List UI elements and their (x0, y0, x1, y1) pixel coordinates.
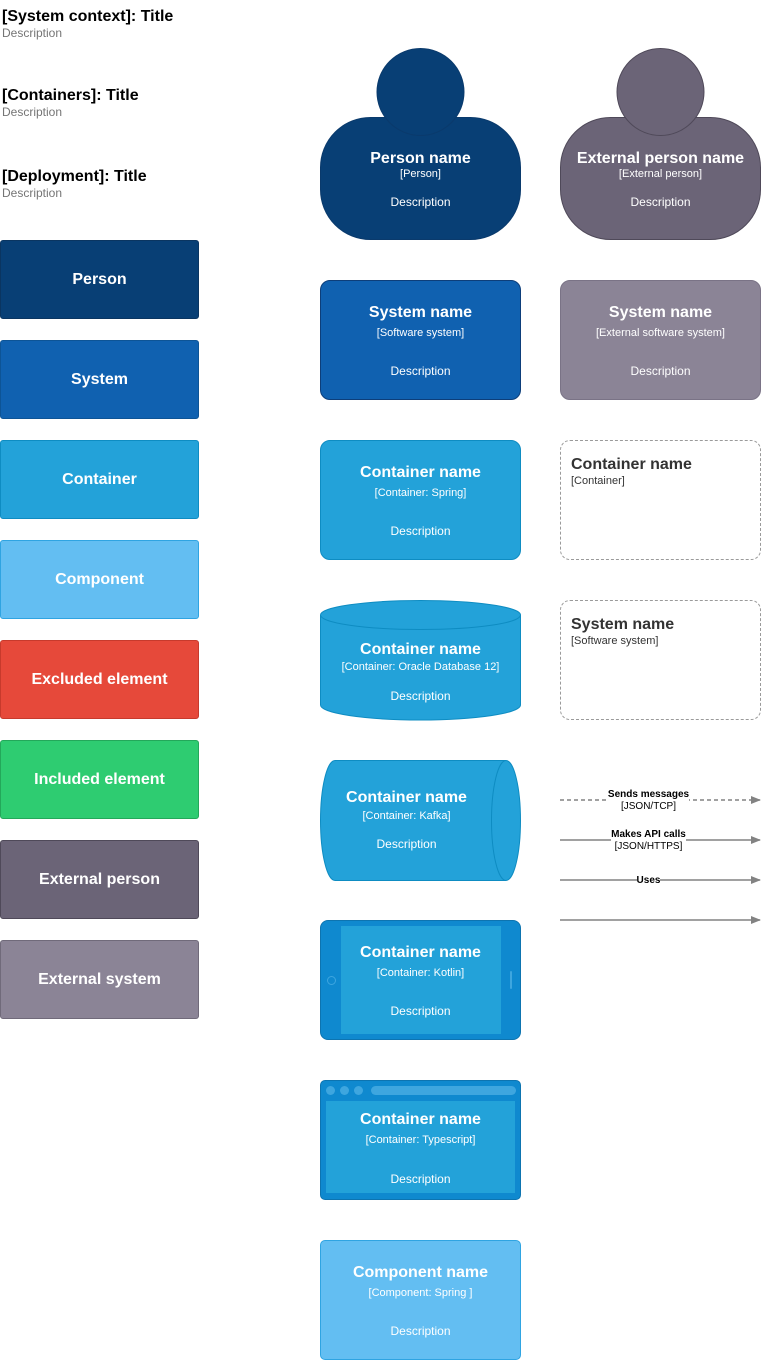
legend-person[interactable]: Person (0, 240, 199, 319)
external-person-name: External person name (576, 150, 745, 167)
browser-viewport (326, 1101, 515, 1193)
external-system-name: System name (608, 304, 713, 321)
software-system-box[interactable]: System name [Software system] Descriptio… (320, 280, 521, 400)
queue-container[interactable]: Container name [Container: Kafka] Descri… (320, 760, 521, 881)
person-shape[interactable]: Person name [Person] Description (320, 48, 521, 241)
external-system-box[interactable]: System name [External software system] D… (560, 280, 761, 400)
queue-description: Description (376, 837, 437, 851)
external-person-shape[interactable]: External person name [External person] D… (560, 48, 761, 241)
person-name: Person name (370, 150, 471, 167)
database-description: Description (390, 689, 451, 703)
system-boundary[interactable]: System name [Software system] (560, 600, 761, 720)
container-description: Description (390, 524, 451, 538)
system-type: [Software system] (376, 327, 465, 339)
mobile-app-name: Container name (360, 944, 481, 961)
external-person-type: [External person] (618, 168, 703, 180)
system-boundary-name: System name (571, 616, 675, 633)
relation-makes-api-calls-tech: [JSON/HTTPS] (614, 841, 683, 853)
database-type: [Container: Oracle Database 12] (341, 661, 500, 673)
queue-type: [Container: Kafka] (362, 810, 451, 822)
container-boundary-name: Container name (571, 456, 692, 473)
browser-dot-icon (340, 1086, 349, 1095)
container-name: Container name (360, 464, 481, 481)
legend-system[interactable]: System (0, 340, 199, 419)
external-person-icon (560, 48, 761, 240)
container-type: [Container: Spring] (374, 487, 467, 499)
system-name: System name (368, 304, 473, 321)
relation-makes-api-calls: Makes API calls [JSON/HTTPS] (560, 829, 737, 853)
mobile-home-button-icon (327, 976, 336, 985)
person-description: Description (390, 195, 451, 209)
system-context-description: Description (2, 26, 63, 40)
deployment-title: [Deployment]: Title (2, 168, 147, 185)
browser-dot-icon (354, 1086, 363, 1095)
container-boundary-type: [Container] (571, 475, 625, 487)
containers-description: Description (2, 105, 63, 119)
legend-external-person[interactable]: External person (0, 840, 199, 919)
external-system-description: Description (630, 364, 691, 378)
external-person-description: Description (630, 195, 691, 209)
database-container[interactable]: Container name [Container: Oracle Databa… (320, 600, 521, 721)
legend-excluded-element[interactable]: Excluded element (0, 640, 199, 719)
system-context-title: [System context]: Title (2, 8, 174, 25)
containers-title: [Containers]: Title (2, 87, 139, 104)
web-app-name: Container name (360, 1111, 481, 1128)
component-description: Description (390, 1324, 451, 1338)
container-box[interactable]: Container name [Container: Spring] Descr… (320, 440, 521, 560)
component-name: Component name (352, 1264, 489, 1281)
database-name: Container name (360, 641, 481, 658)
queue-cylinder-icon (320, 760, 521, 881)
mobile-app-container[interactable]: Container name [Container: Kotlin] Descr… (320, 920, 521, 1040)
relation-uses: Uses (560, 875, 737, 887)
web-app-type: [Container: Typescript] (365, 1134, 476, 1146)
container-boundary[interactable]: Container name [Container] (560, 440, 761, 560)
browser-address-bar (371, 1086, 516, 1095)
system-boundary-type: [Software system] (571, 635, 659, 647)
deployment-description: Description (2, 186, 63, 200)
person-type: [Person] (400, 168, 441, 180)
browser-dot-icon (326, 1086, 335, 1095)
database-cylinder-icon (320, 600, 521, 721)
relation-sends-messages-label: Sends messages (607, 789, 690, 801)
component-box[interactable]: Component name [Component: Spring ] Desc… (320, 1240, 521, 1360)
mobile-app-description: Description (390, 1004, 451, 1018)
relation-makes-api-calls-label: Makes API calls (611, 829, 686, 841)
mobile-app-type: [Container: Kotlin] (376, 967, 465, 979)
legend-component[interactable]: Component (0, 540, 199, 619)
legend-included-element[interactable]: Included element (0, 740, 199, 819)
relation-sends-messages-tech: [JSON/TCP] (620, 801, 676, 813)
mobile-speaker-icon (510, 971, 512, 989)
legend-container[interactable]: Container (0, 440, 199, 519)
web-app-container[interactable]: Container name [Container: Typescript] D… (320, 1080, 521, 1200)
person-icon (320, 48, 521, 240)
relation-sends-messages: Sends messages [JSON/TCP] (560, 789, 737, 813)
web-app-description: Description (390, 1172, 451, 1186)
external-system-type: [External software system] (596, 327, 725, 339)
component-type: [Component: Spring ] (368, 1287, 473, 1299)
relation-uses-label: Uses (636, 875, 661, 887)
legend-external-system[interactable]: External system (0, 940, 199, 1019)
mobile-screen (341, 926, 501, 1034)
system-description: Description (390, 364, 451, 378)
queue-name: Container name (346, 789, 467, 806)
